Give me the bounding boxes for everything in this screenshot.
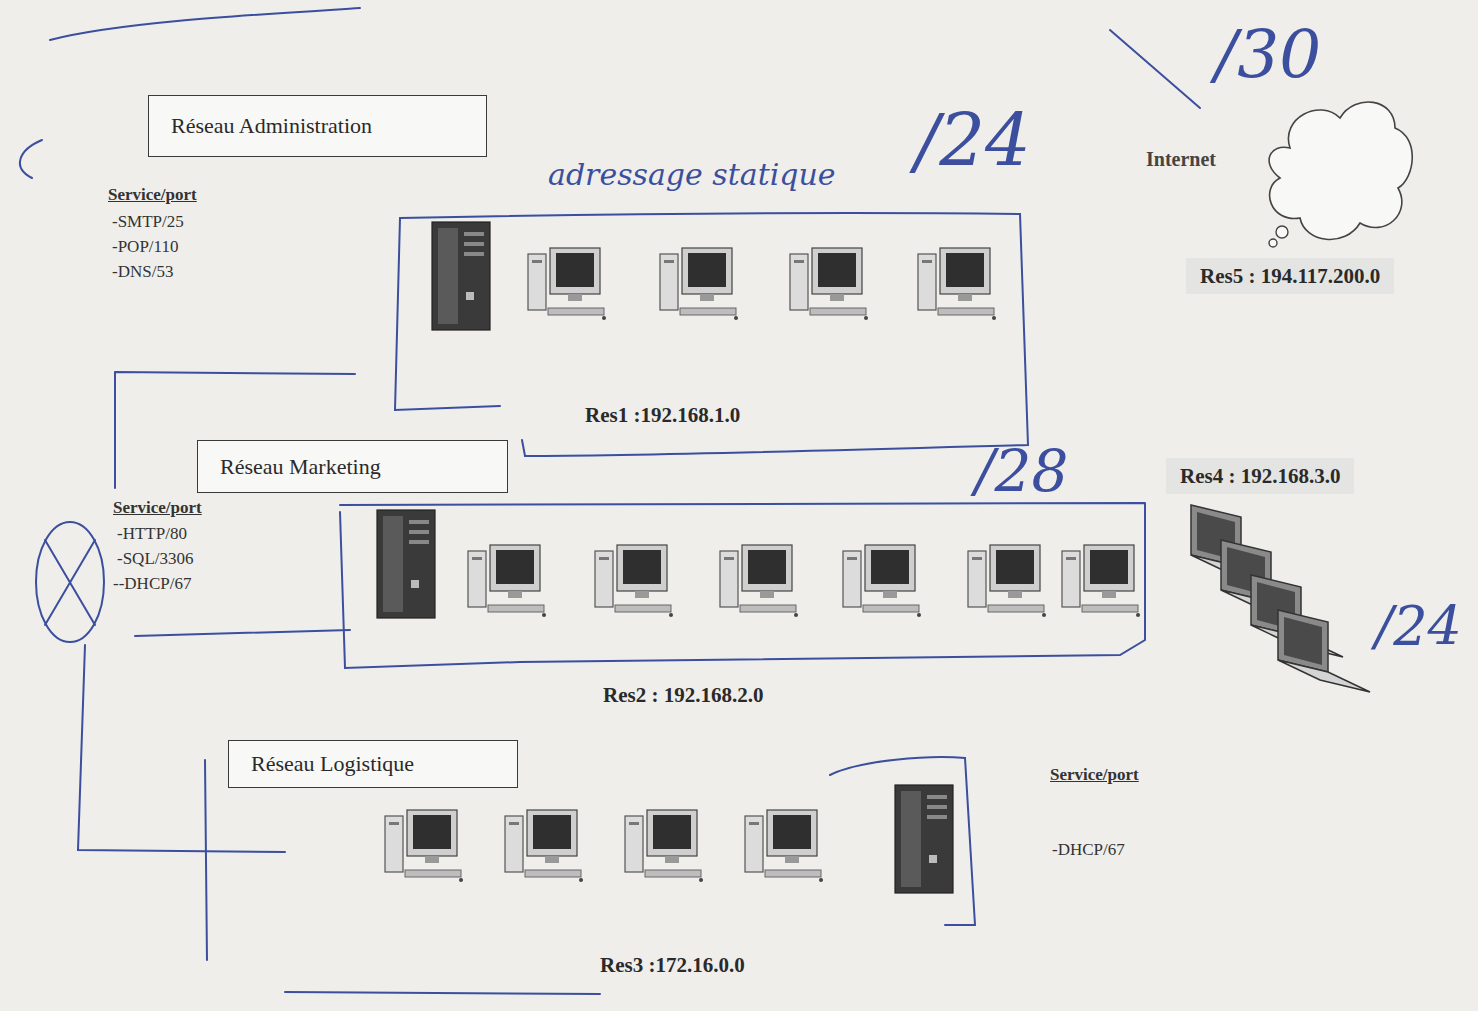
drawing-part	[660, 248, 738, 320]
handwritten-note: adressage statique	[548, 160, 836, 190]
drawing-part	[135, 630, 350, 636]
service-port: --DHCP/67	[113, 574, 191, 594]
service-port: -POP/110	[112, 237, 178, 257]
drawing-part	[595, 545, 673, 617]
handwritten-mask: /24	[1375, 600, 1462, 654]
drawing-part	[400, 213, 1028, 456]
cloud-outline	[1140, 88, 1415, 253]
network-title-box: Réseau Logistique	[228, 740, 518, 788]
drawing-part	[720, 545, 798, 617]
drawing-part	[395, 218, 500, 410]
admin-computers	[432, 222, 996, 330]
drawing-part	[528, 248, 606, 320]
drawing-part	[790, 248, 868, 320]
drawing-part	[20, 140, 42, 178]
cloud-bubble	[1269, 239, 1277, 247]
cloud-bubble	[1276, 226, 1288, 238]
service-port: -SMTP/25	[112, 212, 184, 232]
network-address: Res2 : 192.168.2.0	[603, 683, 763, 707]
drawing-part	[830, 757, 975, 925]
node-text: Réseau Administration	[171, 113, 372, 139]
network-address: Res1 :192.168.1.0	[585, 403, 740, 427]
service-port: -DNS/53	[112, 262, 173, 282]
network-address: Res4 : 192.168.3.0	[1166, 458, 1354, 494]
service-heading: Service/port	[1050, 765, 1139, 785]
node-text: Internet	[1146, 148, 1216, 171]
drawing-part	[1062, 545, 1140, 617]
network-address: Res5 : 194.117.200.0	[1186, 258, 1394, 294]
network-title-box: Réseau Administration	[148, 95, 487, 157]
drawing-part	[377, 510, 435, 618]
node-text: Réseau Marketing	[220, 454, 381, 480]
service-port: -SQL/3306	[117, 549, 194, 569]
drawing-part	[468, 545, 546, 617]
drawing-part	[918, 248, 996, 320]
service-port: -HTTP/80	[117, 524, 187, 544]
service-heading: Service/port	[108, 185, 197, 205]
drawing-part	[432, 222, 490, 330]
drawing-part	[745, 810, 823, 882]
network-address: Res3 :172.16.0.0	[600, 953, 745, 977]
drawing-part	[285, 992, 600, 994]
drawing-part	[340, 503, 1145, 668]
drawing-part	[968, 545, 1046, 617]
drawing-part	[36, 522, 104, 642]
drawing-part	[505, 810, 583, 882]
logistique-computers	[385, 785, 953, 893]
drawing-part	[385, 810, 463, 882]
handwritten-mask: /24	[915, 105, 1031, 177]
cloud-shape	[1269, 102, 1412, 239]
drawing-part	[843, 545, 921, 617]
drawing-part	[895, 785, 953, 893]
service-port: -DHCP/67	[1052, 840, 1125, 860]
drawing-part	[45, 540, 95, 625]
drawing-part	[50, 8, 360, 40]
drawing-part	[625, 810, 703, 882]
handwritten-mask: /28	[975, 442, 1068, 500]
drawing-part	[205, 760, 207, 960]
res4-laptops	[1191, 505, 1370, 692]
handwritten-strokes	[20, 8, 1200, 994]
internet-cloud: Internet	[1140, 88, 1415, 253]
network-title-box: Réseau Marketing	[197, 440, 508, 493]
marketing-computers	[377, 510, 1140, 618]
handwritten-mask: /30	[1215, 22, 1321, 88]
drawing-part	[1278, 610, 1370, 692]
service-heading: Service/port	[113, 498, 202, 518]
drawing-part	[1110, 30, 1200, 108]
node-text: Réseau Logistique	[251, 751, 414, 777]
